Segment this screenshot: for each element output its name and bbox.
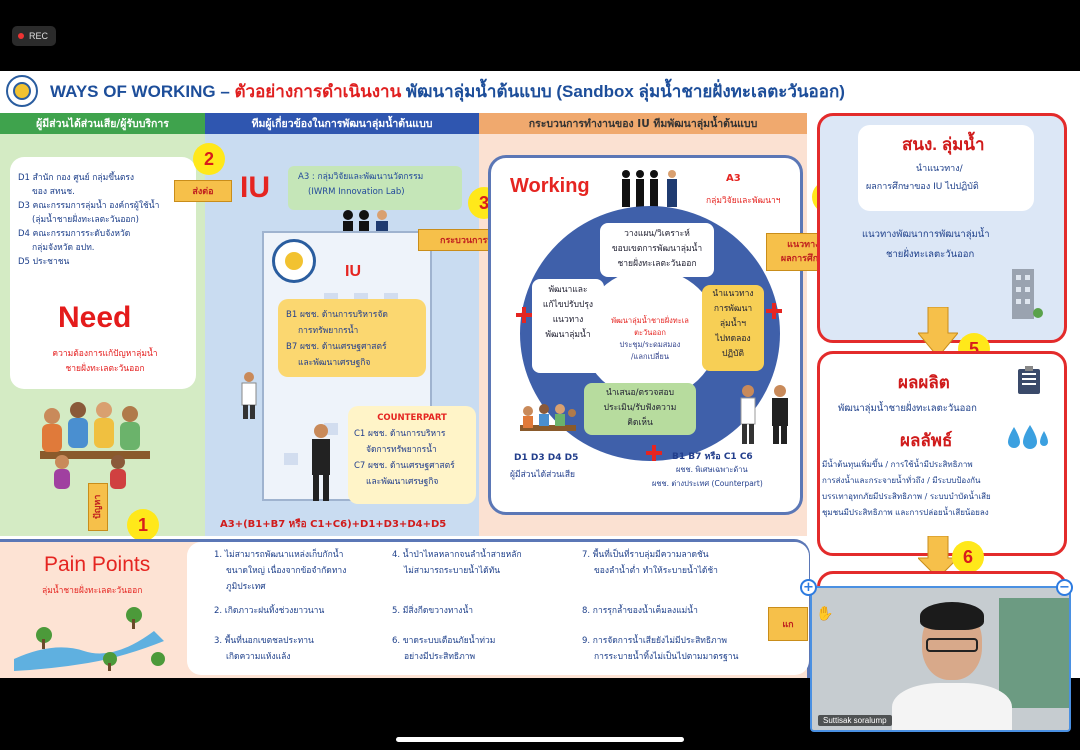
recording-indicator: REC <box>12 26 56 46</box>
onwr-logo-icon <box>6 75 38 107</box>
building-logo-icon <box>272 239 316 283</box>
cycle-step-plan: วางแผน/วิเคราะห์ขอบเขตการพัฒนาลุ่มน้ำชาย… <box>600 223 714 277</box>
glasses-icon <box>926 638 978 652</box>
d-group-desc: ผู้มีส่วนได้ส่วนเสีย <box>510 470 575 480</box>
pain-item-7: 7. พื้นที่เป็นที่ราบลุ่มมีความลาดชันของล… <box>582 550 718 576</box>
cycle-step-pilot: นำแนวทางการพัฒนาลุ่มน้ำฯไปทดลองปฏิบัติ <box>702 285 764 371</box>
d-group-label: D1 D3 D4 D5 <box>514 453 579 463</box>
pain-points-title: Pain Points <box>44 553 151 576</box>
output-title: ผลผลิต <box>898 373 950 392</box>
counterpart-person-icon <box>312 424 330 501</box>
pain-item-4: 4. น้ำป่าไหลหลากจนลำน้ำสายหลักไม่สามารถร… <box>392 550 522 576</box>
step-number-1: 1 <box>127 509 159 541</box>
slide-title: WAYS OF WORKING – ตัวอย่างการดำเนินงาน พ… <box>50 82 845 101</box>
clipboard-icon <box>1018 366 1040 394</box>
onwr-inner-card <box>858 125 1034 211</box>
pain-item-2: 2. เกิดภาวะฝนทิ้งช่วงยาวนาน <box>214 606 325 616</box>
problem-up-arrow: ปัญหา <box>88 483 108 531</box>
output-desc: พัฒนาลุ่มน้ำชายฝั่งทะเลตะวันออก <box>838 403 977 414</box>
red-cross-icon <box>646 445 662 461</box>
column-header-stakeholder: ผู้มีส่วนได้ส่วนเสีย/ผู้รับบริการ <box>0 113 205 134</box>
participant-name: Suttisak soralump <box>818 715 892 726</box>
red-cross-icon <box>766 303 782 319</box>
need-title: Need <box>58 301 132 334</box>
home-indicator[interactable] <box>396 737 684 742</box>
red-cross-icon <box>516 307 532 323</box>
feedback-arrow: แก <box>768 607 808 641</box>
stakeholder-list: D1 สำนัก กอง ศูนย์ กลุ่มขึ้นตรง ของ สทนช… <box>18 173 160 267</box>
onwr-line4: ชายฝั่งทะเลตะวันออก <box>886 249 975 260</box>
step-number-2: 2 <box>193 143 225 175</box>
b-experts-box: B1 ผชช. ด้านการบริหารจัด การทรัพยากรน้ำ … <box>278 299 426 377</box>
pain-item-6: 6. ขาดระบบเตือนภัยน้ำท่วมอย่างมีประสิทธิ… <box>392 636 496 662</box>
column-header-team: ทีมผู้เกี่ยวข้องในการพัฒนาลุ่มน้ำต้นแบบ <box>205 113 479 134</box>
pain-item-8: 8. การรุกล้ำของน้ำเค็มลงแม่น้ำ <box>582 606 698 616</box>
pain-item-5: 5. มีสิ่งกีดขวางทางน้ำ <box>392 606 474 616</box>
team-formula: A3+(B1+B7 หรือ C1+C6)+D1+D3+D4+D5 <box>220 519 447 530</box>
raise-hand-icon: ✋ <box>816 606 834 622</box>
stakeholder-meeting-icon <box>520 404 576 431</box>
pain-points-list <box>187 542 809 675</box>
outcome-list: มีน้ำต้นทุนเพิ่มขึ้น / การใช้น้ำมีประสิท… <box>822 460 991 517</box>
working-a3-label: A3 <box>726 173 741 184</box>
need-card <box>10 157 196 389</box>
cycle-center-text: พัฒนาลุ่มน้ำชายฝั่งทะเล ตะวันออก ประชุม/… <box>611 316 689 361</box>
building-iu-label: IU <box>345 263 361 280</box>
step-number-6: 6 <box>952 541 984 573</box>
working-title: Working <box>510 175 590 197</box>
a3-team-icon <box>622 170 677 207</box>
process-cycle-center <box>582 269 718 399</box>
a3-innovation-lab-box: A3 : กลุ่มวิจัยและพัฒนานวัตกรรม (IWRM In… <box>288 166 462 210</box>
cycle-step-review: นำเสนอ/ตรวจสอบประเมิน/รับฟังความคิดเห็น <box>584 383 696 435</box>
down-arrow-icon <box>918 536 958 579</box>
pain-item-1: 1. ไม่สามารถพัฒนาแหล่งเก็บกักน้ำขนาดใหญ่… <box>214 550 347 592</box>
down-arrow-icon <box>918 307 958 358</box>
stakeholder-group-illustration <box>40 402 150 489</box>
record-dot-icon <box>18 33 24 39</box>
counterpart-box: COUNTERPART C1 ผชช. ด้านการบริหาร จัดการ… <box>348 406 476 504</box>
slide-title-row: WAYS OF WORKING – ตัวอย่างการดำเนินงาน พ… <box>0 71 1080 109</box>
office-building-icon <box>1012 269 1043 319</box>
expert-person-icon <box>241 372 257 419</box>
b-group-desc1: ผชช. พิเศษเฉพาะด้าน <box>676 465 748 474</box>
need-description: ความต้องการแก้ปัญหาลุ่มน้ำ ชายฝั่งทะเลตะ… <box>52 349 158 374</box>
water-drops-icon <box>1008 425 1048 449</box>
add-tile-button[interactable]: + <box>800 579 817 596</box>
pain-item-3: 3. พื้นที่นอกเขตชลประทานเกิดความแห้งแล้ง <box>214 636 314 662</box>
onwr-line1: นำแนวทาง/ <box>916 164 963 174</box>
outcome-title: ผลลัพธ์ <box>900 431 953 450</box>
working-a3-desc: กลุ่มวิจัยและพัฒนาฯ <box>706 196 781 206</box>
iu-heading: IU <box>240 171 270 204</box>
send-arrow: ส่งต่อ <box>174 180 232 202</box>
recording-label: REC <box>29 31 49 41</box>
pain-item-9: 9. การจัดการน้ำเสียยังไม่มีประสิทธิภาพกา… <box>582 636 739 662</box>
expert-pair-icon <box>740 385 788 444</box>
onwr-line2: ผลการศึกษาของ IU ไปปฏิบัติ <box>866 182 979 192</box>
column-header-process: กระบวนการทำงานของ IU ทีมพัฒนาลุ่มน้ำต้นแ… <box>479 113 807 134</box>
b-group-desc2: ผชช. ต่างประเทศ (Counterpart) <box>652 479 763 488</box>
river-illustration-icon <box>14 607 165 671</box>
participant-video-tile[interactable]: ✋ Suttisak soralump <box>810 586 1071 732</box>
onwr-title: สนง. ลุ่มน้ำ <box>902 135 985 154</box>
onwr-line3: แนวทางพัฒนาการพัฒนาลุ่มน้ำ <box>862 229 990 240</box>
b-group-label: B1 B7 หรือ C1 C6 <box>672 452 753 462</box>
cycle-step-improve: พัฒนาและแก้ไขปรับปรุงแนวทางพัฒนาลุ่มน้ำ <box>532 279 604 373</box>
pain-points-subtitle: ลุ่มน้ำชายฝั่งทะเลตะวันออก <box>42 586 143 596</box>
remove-tile-button[interactable]: − <box>1056 579 1073 596</box>
